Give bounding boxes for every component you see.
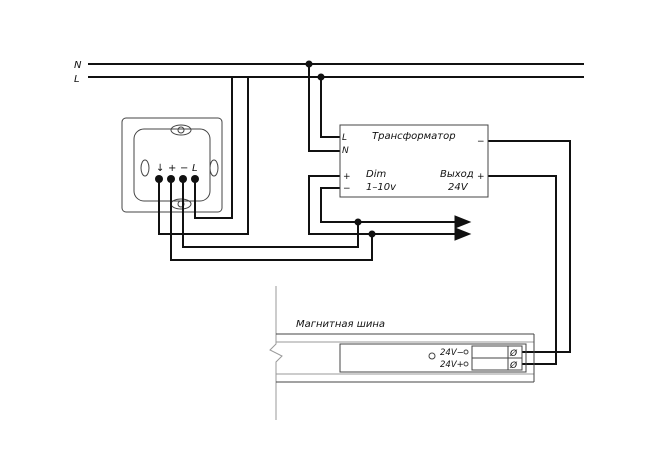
transformer-dim-range: 1–10v xyxy=(366,182,397,193)
transformer-dim-minus: − xyxy=(343,184,351,194)
wire-transformer-l xyxy=(320,77,340,138)
dimmer-right-slot-icon xyxy=(209,159,219,177)
arrow-dim-minus-icon xyxy=(454,215,472,229)
wire-dim-minus xyxy=(320,187,460,223)
dimmer-terminal-l-label: L xyxy=(192,163,198,174)
rail-terminal-plus-dot-icon xyxy=(463,361,469,367)
junction-dim-minus-icon xyxy=(354,218,362,226)
transformer-box xyxy=(339,124,489,198)
rail-terminal-minus: 24V− xyxy=(440,348,464,358)
transformer-output-minus: − xyxy=(477,137,485,147)
wire-output-plus xyxy=(488,175,557,365)
wire-dimmer-plus xyxy=(170,179,373,261)
dimmer-terminal-minus-label: − xyxy=(180,163,188,174)
rail-terminal-minus-dot-icon xyxy=(463,349,469,355)
transformer-output-label: Выход xyxy=(440,169,474,180)
dimmer-top-slot-icon xyxy=(170,124,192,136)
dimmer-top-screw-icon xyxy=(177,126,185,134)
rail-terminal-minus-block xyxy=(471,345,509,359)
transformer-output-plus: + xyxy=(477,172,485,182)
transformer-input-l: L xyxy=(342,133,347,143)
live-line-label: L xyxy=(74,74,80,85)
transformer-dim-plus: + xyxy=(343,172,351,182)
wire-dimmer-down-to-live xyxy=(158,77,249,235)
transformer-output-voltage: 24V xyxy=(448,182,469,193)
wire-transformer-n xyxy=(308,64,340,152)
junction-dim-plus-icon xyxy=(368,230,376,238)
dimmer-left-slot-icon xyxy=(140,159,150,177)
transformer-dim-label: Dim xyxy=(366,169,386,180)
rail-screw-plus-icon: Ø xyxy=(509,360,518,371)
magnetic-rail: Магнитная шина 24V− 24V+ Ø Ø xyxy=(269,286,535,420)
dimmer-terminal-down-label: ↓ xyxy=(156,163,164,174)
rail-terminal-plus: 24V+ xyxy=(440,360,464,370)
junction-neutral-icon xyxy=(305,60,313,68)
junction-live-icon xyxy=(317,73,325,81)
dimmer-terminal-plus-label: + xyxy=(168,163,176,174)
wire-dimmer-minus xyxy=(182,179,359,248)
arrow-dim-plus-icon xyxy=(454,227,472,241)
neutral-line-label: N xyxy=(74,60,82,71)
rail-screw-plus-box xyxy=(507,357,523,371)
rail-connector xyxy=(339,343,527,373)
wire-output-minus xyxy=(488,140,571,353)
rail-screw-minus-icon: Ø xyxy=(509,348,518,359)
wall-break-line xyxy=(269,286,283,420)
transformer-input-n: N xyxy=(342,146,349,156)
transformer: Трансформатор L N + − Dim 1–10v − + Выхо… xyxy=(339,124,489,198)
rail-label: Магнитная шина xyxy=(296,319,385,330)
mains-lines: N L xyxy=(74,60,584,85)
rail-terminal-plus-block xyxy=(471,357,509,371)
wire-dimmer-l-to-live xyxy=(194,77,233,219)
wire-dim-plus xyxy=(308,175,460,235)
transformer-title: Трансформатор xyxy=(372,131,456,142)
rail-connector-screw-icon xyxy=(428,352,436,360)
wires xyxy=(158,60,571,365)
